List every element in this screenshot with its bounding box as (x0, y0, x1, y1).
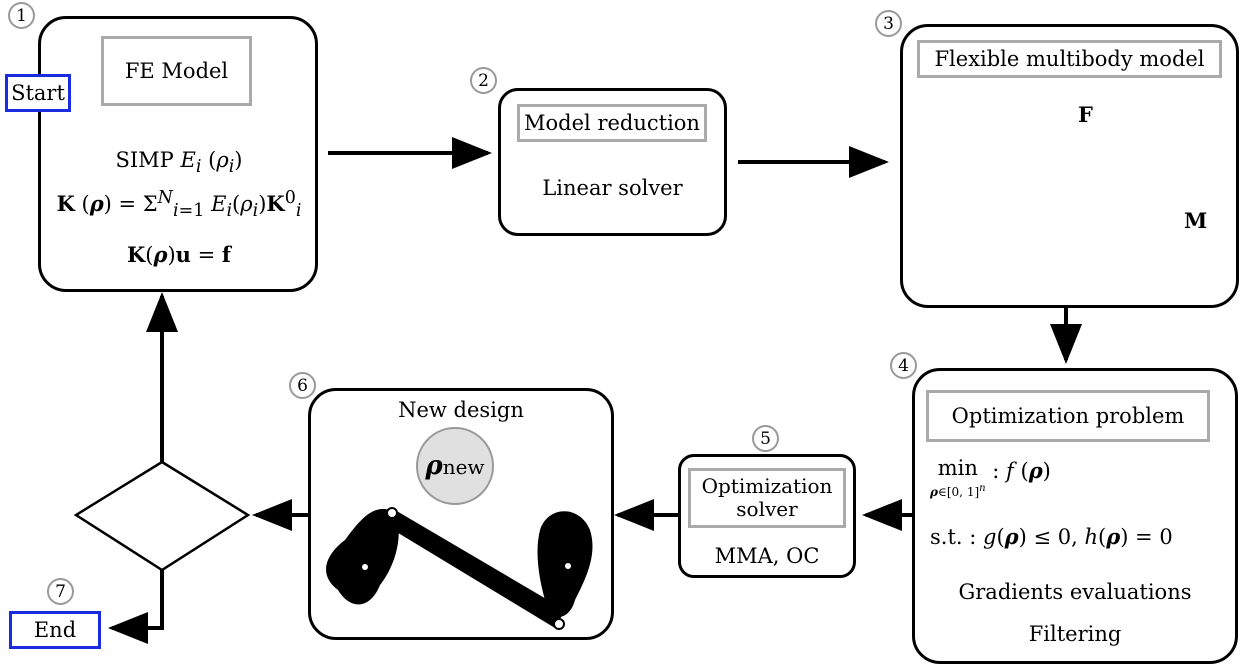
moment-label: M (1184, 208, 1208, 233)
new-design-title: New design (398, 398, 524, 422)
solver-title-line1: Optimization (701, 474, 833, 498)
step-1-number: 1 (8, 2, 35, 29)
constraints: s.t. : g(ρ) ≤ 0, h(ρ) = 0 (930, 524, 1173, 549)
step-6-number: 6 (289, 372, 316, 399)
filtering-text: Filtering (1028, 622, 1122, 646)
step-4-number: 4 (890, 352, 917, 379)
gradients-text: Gradients evaluations (958, 580, 1192, 604)
optimization-problem-box: Optimization problem (926, 390, 1210, 442)
step-7-number: 7 (47, 578, 74, 605)
decision-diamond (73, 460, 251, 572)
mma-oc-text: MMA, OC (714, 544, 820, 568)
model-reduction-box: Model reduction (517, 104, 707, 142)
stiffness-equation: K (ρ) = ΣNi=1 Ei(ρi)K0i (56, 188, 302, 222)
rho-new-circle: ρnew (416, 427, 494, 505)
step-2-number: 2 (470, 67, 497, 94)
optimization-solver-box: Optimization solver (688, 468, 846, 528)
start-box: Start (5, 74, 71, 112)
arrow-yes-to-end (108, 570, 164, 644)
step-5-number: 5 (752, 425, 779, 452)
equilibrium-equation: K(ρ)u = f (127, 242, 231, 267)
step-6-box (308, 388, 614, 640)
fe-model-box: FE Model (101, 36, 252, 106)
step-3-number: 3 (875, 10, 902, 37)
end-box: End (9, 611, 101, 649)
new-design-shape (326, 507, 593, 630)
linear-solver-text: Linear solver (542, 176, 683, 200)
simp-line: SIMP Ei (ρi) (115, 148, 243, 178)
force-label: F (1078, 102, 1093, 127)
solver-title-line2: solver (736, 497, 798, 521)
multibody-model-box: Flexible multibody model (917, 40, 1222, 78)
